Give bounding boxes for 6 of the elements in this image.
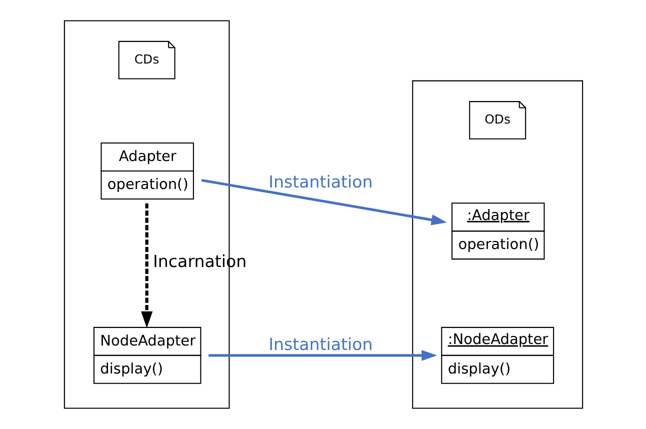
edge-label: Instantiation [268, 172, 372, 192]
cluster [412, 80, 583, 409]
edge-label: Instantiation [268, 335, 372, 354]
arrow [208, 350, 437, 361]
arrow [140, 203, 152, 328]
arrow [200, 178, 446, 226]
